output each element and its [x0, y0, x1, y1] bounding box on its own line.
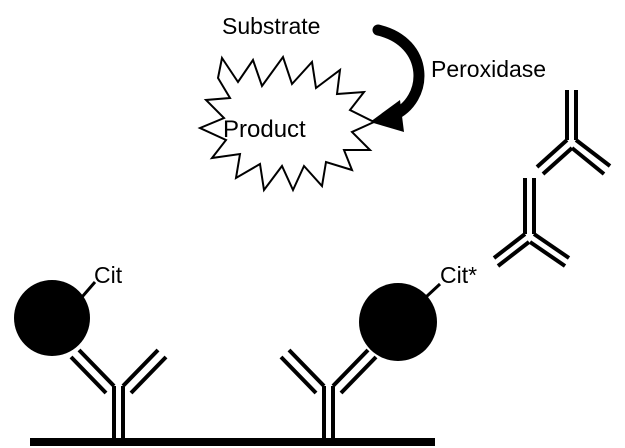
product-label: Product: [223, 116, 306, 143]
plate-surface: [30, 438, 435, 446]
cit-connector-left: [80, 281, 97, 298]
cit-connector-right: [424, 282, 442, 299]
cit-particle-left: [14, 280, 90, 356]
primary-antibody: [492, 178, 571, 268]
antibody-left: [69, 348, 168, 438]
conversion-arrow: [372, 24, 425, 122]
antibody-right: [279, 348, 378, 438]
cit-particle-right: [359, 283, 437, 361]
cit-label-left: Cit: [94, 262, 123, 288]
peroxidase-label: Peroxidase: [431, 56, 546, 82]
arrow-head: [370, 100, 404, 132]
secondary-antibody: [535, 90, 612, 176]
product-burst: [197, 54, 377, 193]
cit-star-label: Cit*: [440, 262, 477, 288]
substrate-label: Substrate: [222, 13, 320, 39]
